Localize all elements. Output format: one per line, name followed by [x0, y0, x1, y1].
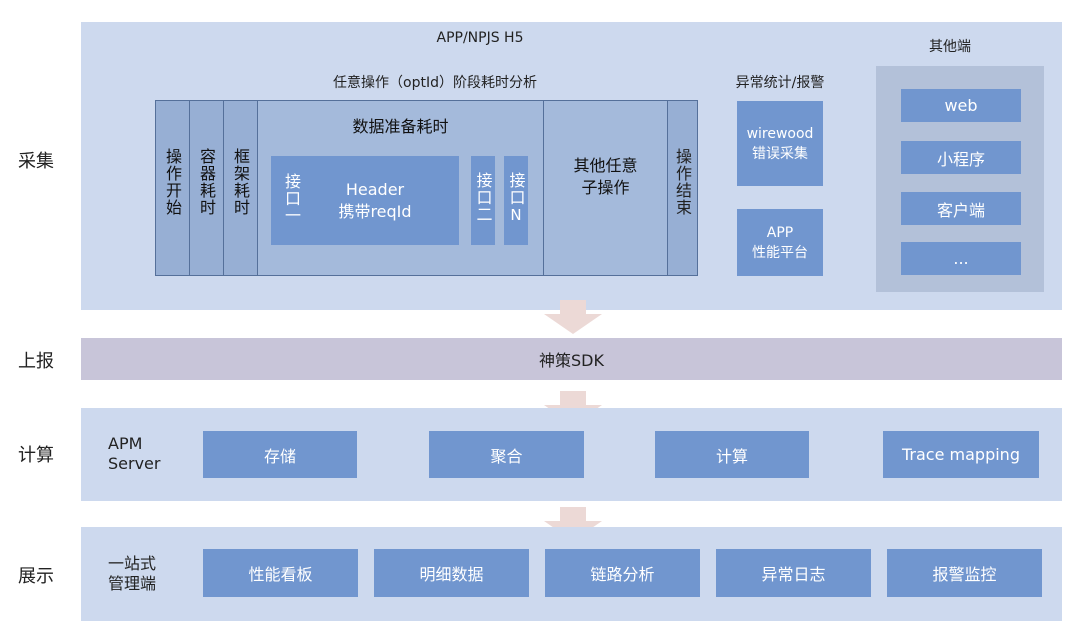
- display-trace-analysis: 链路分析: [545, 549, 700, 597]
- wirewood-line1: wirewood: [746, 125, 814, 142]
- layer-label-collect: 采集: [18, 151, 54, 172]
- cell-op-end-label: 操作结束: [673, 148, 692, 216]
- compute-calc: 计算: [655, 431, 809, 478]
- other-sub-label: 其他任意子操作: [573, 156, 638, 197]
- app-perf-block: APP 性能平台: [737, 209, 823, 276]
- api2-label: 接口二: [473, 172, 493, 223]
- apm-server-line2: Server: [108, 454, 161, 473]
- other-title: 其他端: [929, 39, 971, 55]
- cell-other-sub: 其他任意子操作: [544, 101, 668, 275]
- cell-container: 容器耗时: [190, 101, 224, 275]
- compute-storage: 存储: [203, 431, 357, 478]
- other-item-client: 客户端: [901, 192, 1021, 225]
- stage-box: 操作开始 容器耗时 框架耗时 数据准备耗时 接口一 Header 携带reqId…: [155, 100, 698, 276]
- other-item-web: web: [901, 89, 1021, 122]
- app-title: APP/NPJS H5: [436, 30, 524, 46]
- stage-title: 任意操作（optId）阶段耗时分析: [333, 75, 537, 91]
- cell-op-start-label: 操作开始: [163, 148, 182, 216]
- compute-trace-mapping: Trace mapping: [883, 431, 1039, 478]
- arrow-down-1: [544, 300, 602, 334]
- anomaly-title: 异常统计/报警: [735, 75, 825, 91]
- compute-aggregate: 聚合: [429, 431, 584, 478]
- apiN-label: 接口: [506, 172, 526, 206]
- wirewood-line2: 错误采集: [752, 145, 808, 162]
- cell-framework: 框架耗时: [224, 101, 258, 275]
- apm-server-label: APM Server: [108, 434, 160, 474]
- layer-label-report: 上报: [18, 351, 54, 372]
- other-item-more: ...: [901, 242, 1021, 275]
- layer-label-compute: 计算: [18, 445, 54, 466]
- portal-line1: 一站式: [108, 554, 157, 573]
- sdk-bar: 神策SDK: [81, 338, 1062, 380]
- portal-line2: 管理端: [108, 574, 157, 593]
- app-perf-line1: APP: [766, 224, 794, 241]
- api1-label: 接口一: [282, 173, 301, 224]
- header-line2: 携带reqId: [338, 201, 412, 221]
- display-dashboard: 性能看板: [203, 549, 358, 597]
- apm-server-line1: APM: [108, 434, 143, 453]
- data-prep-label: 数据准备耗时: [352, 117, 449, 136]
- portal-label: 一站式 管理端: [108, 554, 156, 594]
- api1-block: 接口一 Header 携带reqId: [271, 156, 459, 245]
- layer-label-display: 展示: [18, 566, 54, 587]
- wirewood-block: wirewood 错误采集: [737, 101, 823, 186]
- api2-block: 接口二: [471, 156, 495, 245]
- display-error-log: 异常日志: [716, 549, 871, 597]
- apiN-suffix: N: [510, 206, 522, 224]
- cell-framework-label: 框架耗时: [231, 148, 250, 216]
- cell-container-label: 容器耗时: [197, 148, 216, 216]
- other-item-miniapp: 小程序: [901, 141, 1021, 174]
- header-line1: Header: [345, 179, 405, 199]
- app-perf-line2: 性能平台: [752, 244, 808, 261]
- cell-op-end: 操作结束: [668, 101, 697, 275]
- display-alert-monitor: 报警监控: [887, 549, 1042, 597]
- display-details: 明细数据: [374, 549, 529, 597]
- cell-op-start: 操作开始: [156, 101, 190, 275]
- apiN-block: 接口 N: [504, 156, 528, 245]
- arrow-down-3: [544, 507, 602, 541]
- cell-data-prep: 数据准备耗时 接口一 Header 携带reqId 接口二 接口 N: [258, 101, 544, 275]
